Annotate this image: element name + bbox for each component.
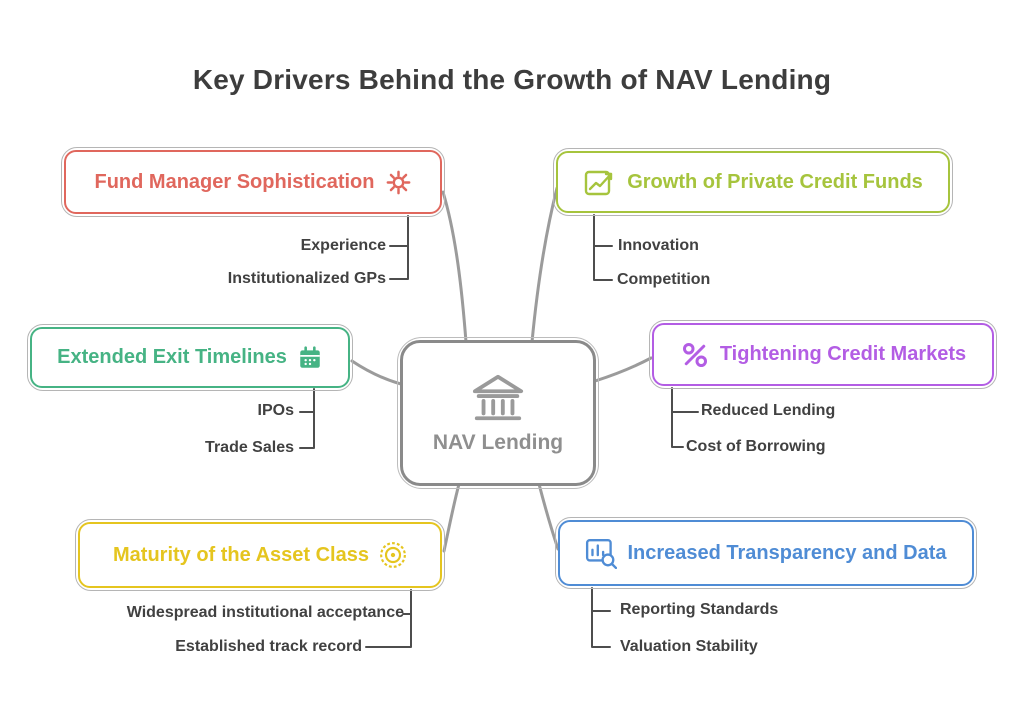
growth-chart-icon [585,170,613,196]
calendar-icon [300,345,320,368]
sub-topic-label[interactable]: Valuation Stability [620,638,758,655]
central-topic-label: NAV Lending [432,431,564,454]
gear-icon [386,170,410,194]
branch-label: Growth of Private Credit Funds [627,170,923,193]
sub-topic-label[interactable]: Reduced Lending [701,402,836,419]
bank-icon [472,374,524,421]
sub-topic-label[interactable]: IPOs [257,402,294,419]
percent-icon [682,342,707,367]
sub-topic-label[interactable]: Widespread institutional acceptance [126,604,404,621]
sub-topic-label[interactable]: Experience [300,237,386,254]
branch-node-tightening-credit-markets[interactable]: Tightening Credit Markets [649,320,997,389]
branch-label: Extended Exit Timelines [57,346,287,368]
curve-to-transparency [537,482,560,551]
curve-to-exit-timelines [350,359,403,386]
branch-label: Tightening Credit Markets [719,343,967,365]
bracket-exit-timelines [299,388,315,449]
curve-to-maturity [442,482,461,553]
sub-topic-label[interactable]: Competition [617,271,711,288]
sub-topic-label[interactable]: Reporting Standards [620,601,779,618]
central-topic-node[interactable]: NAV Lending [397,337,599,489]
curve-to-credit-markets [593,356,653,383]
branch-node-growth-of-private-credit-funds[interactable]: Growth of Private Credit Funds [553,148,953,216]
medal-icon [380,542,406,568]
sub-topic-label[interactable]: Institutionalized GPs [227,270,386,287]
sub-topic-label[interactable]: Innovation [618,237,699,254]
branch-node-increased-transparency-and-data[interactable]: Increased Transparency and Data [555,517,977,589]
branch-node-extended-exit-timelines[interactable]: Extended Exit Timelines [27,324,353,391]
sub-topic-label[interactable]: Established track record [175,638,362,655]
diagram-title: Key Drivers Behind the Growth of NAV Len… [192,64,832,95]
branch-label: Maturity of the Asset Class [113,543,369,566]
sub-topic-label[interactable]: Cost of Borrowing [686,438,826,455]
branch-label: Fund Manager Sophistication [94,170,375,193]
branch-node-maturity-of-the-asset-class[interactable]: Maturity of the Asset Class [75,519,445,591]
curve-to-private-credit [530,186,559,344]
curve-to-fund-manager [441,190,468,344]
chart-search-icon [586,539,618,569]
branch-node-fund-manager-sophistication[interactable]: Fund Manager Sophistication [61,147,445,217]
sub-topic-label[interactable]: Trade Sales [205,439,294,456]
bracket-fund-manager [389,215,409,280]
branch-label: Increased Transparency and Data [627,541,947,564]
bracket-transparency [591,587,611,648]
bracket-private-credit [593,214,613,281]
